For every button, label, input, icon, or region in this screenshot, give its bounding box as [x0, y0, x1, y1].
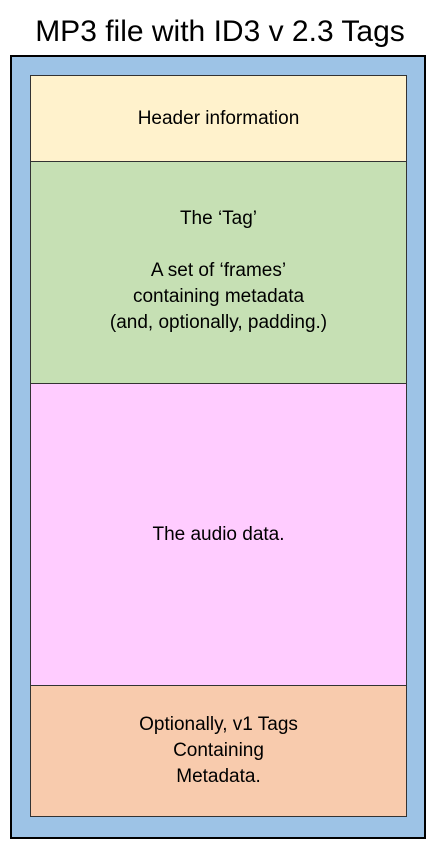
tag-section-heading: The ‘Tag’ — [179, 208, 258, 229]
v1-tags-line: Containing — [173, 740, 264, 761]
v1-tags-section: Optionally, v1 Tags Containing Metadata. — [30, 685, 407, 817]
v1-tags-line: Optionally, v1 Tags — [139, 714, 298, 735]
audio-data-section: The audio data. — [30, 383, 407, 687]
header-section-label: Header information — [137, 108, 300, 129]
tag-section-line: (and, optionally, padding.) — [109, 312, 328, 333]
tag-section-line: A set of ‘frames’ — [150, 260, 287, 281]
header-section: Header information — [30, 75, 407, 163]
tag-section: The ‘Tag’ A set of ‘frames’ containing m… — [30, 161, 407, 385]
diagram-title: MP3 file with ID3 v 2.3 Tags — [35, 15, 405, 48]
v1-tags-line: Metadata. — [176, 766, 261, 787]
tag-section-line: containing metadata — [132, 286, 305, 307]
mp3-file-block: Header information The ‘Tag’ A set of ‘f… — [10, 55, 426, 839]
audio-data-label: The audio data. — [152, 524, 285, 545]
